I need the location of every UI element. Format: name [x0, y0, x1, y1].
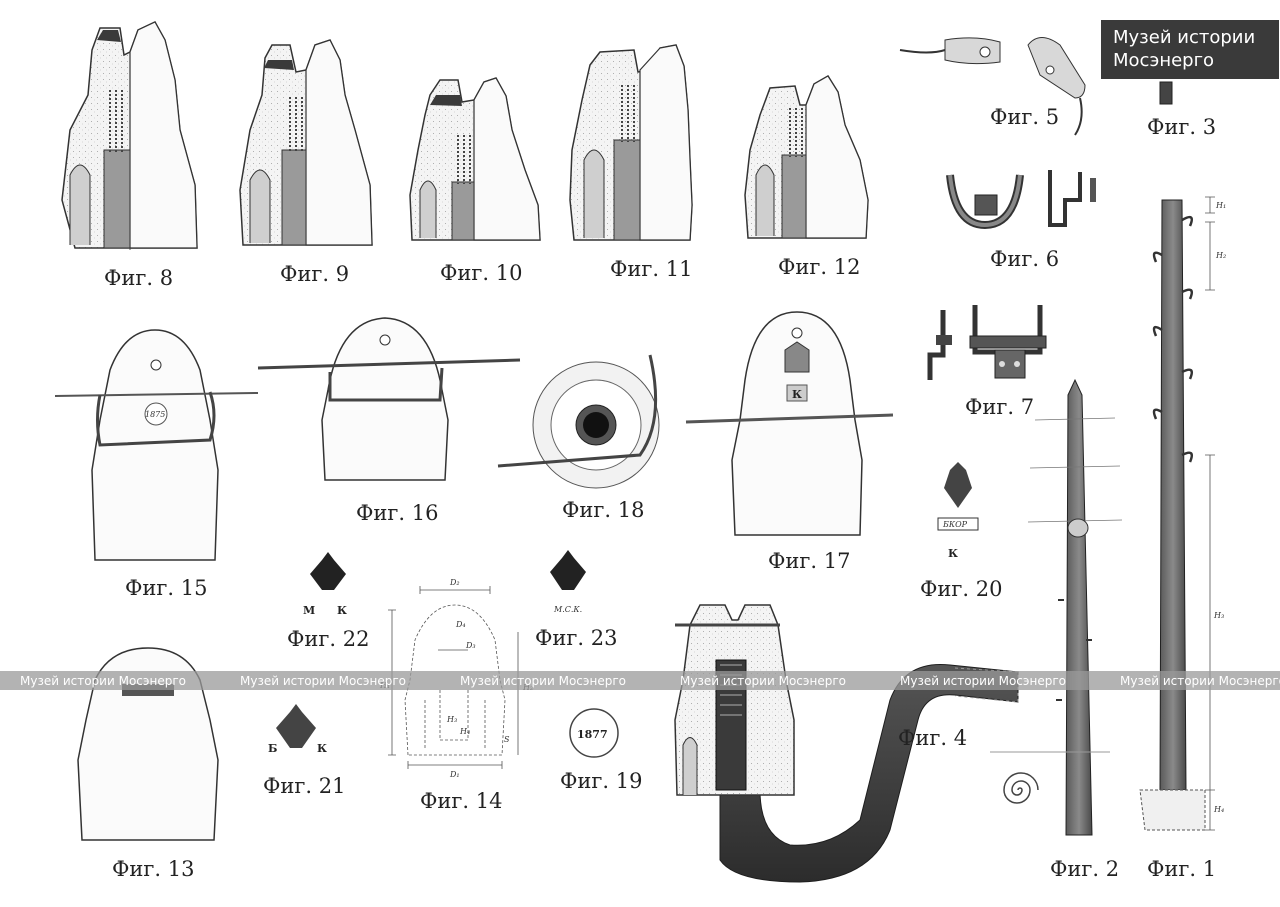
caption-fig4: Фиг. 4 [898, 726, 967, 750]
fig15-insulator-with-wire: 1875 [54, 329, 259, 561]
watermark-text-2: Музей истории Мосэнерго [240, 674, 406, 688]
fig19-year: 1877 [577, 728, 608, 741]
caption-fig13: Фиг. 13 [112, 857, 195, 881]
watermark-text-1: Музей истории Мосэнерго [20, 674, 186, 688]
caption-fig19: Фиг. 19 [560, 769, 643, 793]
caption-fig15: Фиг. 15 [125, 576, 208, 600]
caption-fig3: Фиг. 3 [1147, 115, 1216, 139]
caption-fig5: Фиг. 5 [990, 105, 1059, 129]
caption-fig6: Фиг. 6 [990, 247, 1059, 271]
fig1-dim-h1: H₁ [1215, 201, 1226, 210]
fig21-crest: Б К [268, 704, 327, 755]
fig1-dim-h4: H₄ [1213, 805, 1224, 814]
fig14-dim-d2: D₂ [449, 578, 460, 587]
fig14-dim-d4: D₄ [455, 620, 466, 629]
fig7-pin-fittings [927, 305, 1047, 380]
fig5-cable-clamp [899, 37, 1086, 136]
caption-fig22: Фиг. 22 [287, 627, 370, 651]
fig22-right: К [337, 604, 347, 617]
fig15-stamp-year: 1875 [145, 410, 165, 419]
watermark-text-3: Музей истории Мосэнерго [460, 674, 626, 688]
caption-fig7: Фиг. 7 [965, 395, 1034, 419]
fig14-dim-h3: H₃ [446, 715, 457, 724]
caption-fig14: Фиг. 14 [420, 789, 503, 813]
fig18-insulator-top-view [497, 354, 660, 489]
fig23-crest: М.С.К. [550, 550, 586, 614]
fig14-dimension-drawing [388, 586, 519, 769]
fig23-text: М.С.К. [553, 605, 582, 614]
fig14-dim-d3: D₃ [465, 641, 476, 650]
fig14-dim-d1: D₁ [449, 770, 460, 779]
fig10-insulator-section [409, 77, 541, 241]
logo-line-1: Музей истории [1113, 27, 1256, 48]
watermark-band: Музей истории Мосэнерго Музей истории Мо… [0, 671, 1280, 690]
logo-line-2: Мосэнерго [1113, 50, 1215, 71]
watermark-text-5: Музей истории Мосэнерго [900, 674, 1066, 688]
fig1-dim-h2: H₂ [1215, 251, 1226, 260]
caption-fig18: Фиг. 18 [562, 498, 645, 522]
watermark-text-6: Музей истории Мосэнерго [1120, 674, 1280, 688]
caption-fig17: Фиг. 17 [768, 549, 851, 573]
fig1-dim-h3: H₃ [1213, 611, 1224, 620]
caption-fig21: Фиг. 21 [263, 774, 346, 798]
caption-fig12: Фиг. 12 [778, 255, 861, 279]
caption-fig2: Фиг. 2 [1050, 857, 1119, 881]
fig19-year-stamp: 1877 [569, 708, 619, 758]
fig16-insulator-with-wire [257, 317, 521, 481]
fig20-crest-stamp: БКОР К [937, 462, 979, 560]
caption-fig9: Фиг. 9 [280, 262, 349, 286]
fig1-telegraph-pole: H₁ H₂ H₃ H₄ [1139, 196, 1226, 831]
fig14-dim-s: S [504, 735, 510, 744]
caption-fig11: Фиг. 11 [610, 257, 693, 281]
fig21-left: Б [268, 742, 277, 755]
fig17-insulator-with-crest: К [685, 311, 894, 536]
caption-fig8: Фиг. 8 [104, 266, 173, 290]
watermark-text-4: Музей истории Мосэнерго [680, 674, 846, 688]
caption-fig23: Фиг. 23 [535, 626, 618, 650]
fig11-insulator-section [569, 44, 693, 241]
fig12-insulator-section [744, 74, 869, 239]
fig20-stamp-letter: К [948, 547, 958, 560]
fig2-pole-with-wires [990, 378, 1123, 836]
fig8-insulator-section [61, 21, 198, 250]
fig6-hook-fittings [946, 170, 1096, 230]
caption-fig16: Фиг. 16 [356, 501, 439, 525]
fig22-crest: М К [303, 552, 347, 617]
caption-fig20: Фиг. 20 [920, 577, 1003, 601]
fig20-stamp-band: БКОР [942, 520, 968, 529]
fig3-bracket [1159, 81, 1173, 105]
caption-fig1: Фиг. 1 [1147, 857, 1216, 881]
museum-logo: Музей истории Мосэнерго [1101, 20, 1279, 79]
caption-fig10: Фиг. 10 [440, 261, 523, 285]
fig9-insulator-section [239, 39, 373, 246]
fig21-right: К [317, 742, 327, 755]
fig17-stamp-letter: К [792, 388, 802, 401]
fig22-left: М [303, 604, 315, 617]
fig14-dim-h4: H₄ [459, 727, 470, 736]
